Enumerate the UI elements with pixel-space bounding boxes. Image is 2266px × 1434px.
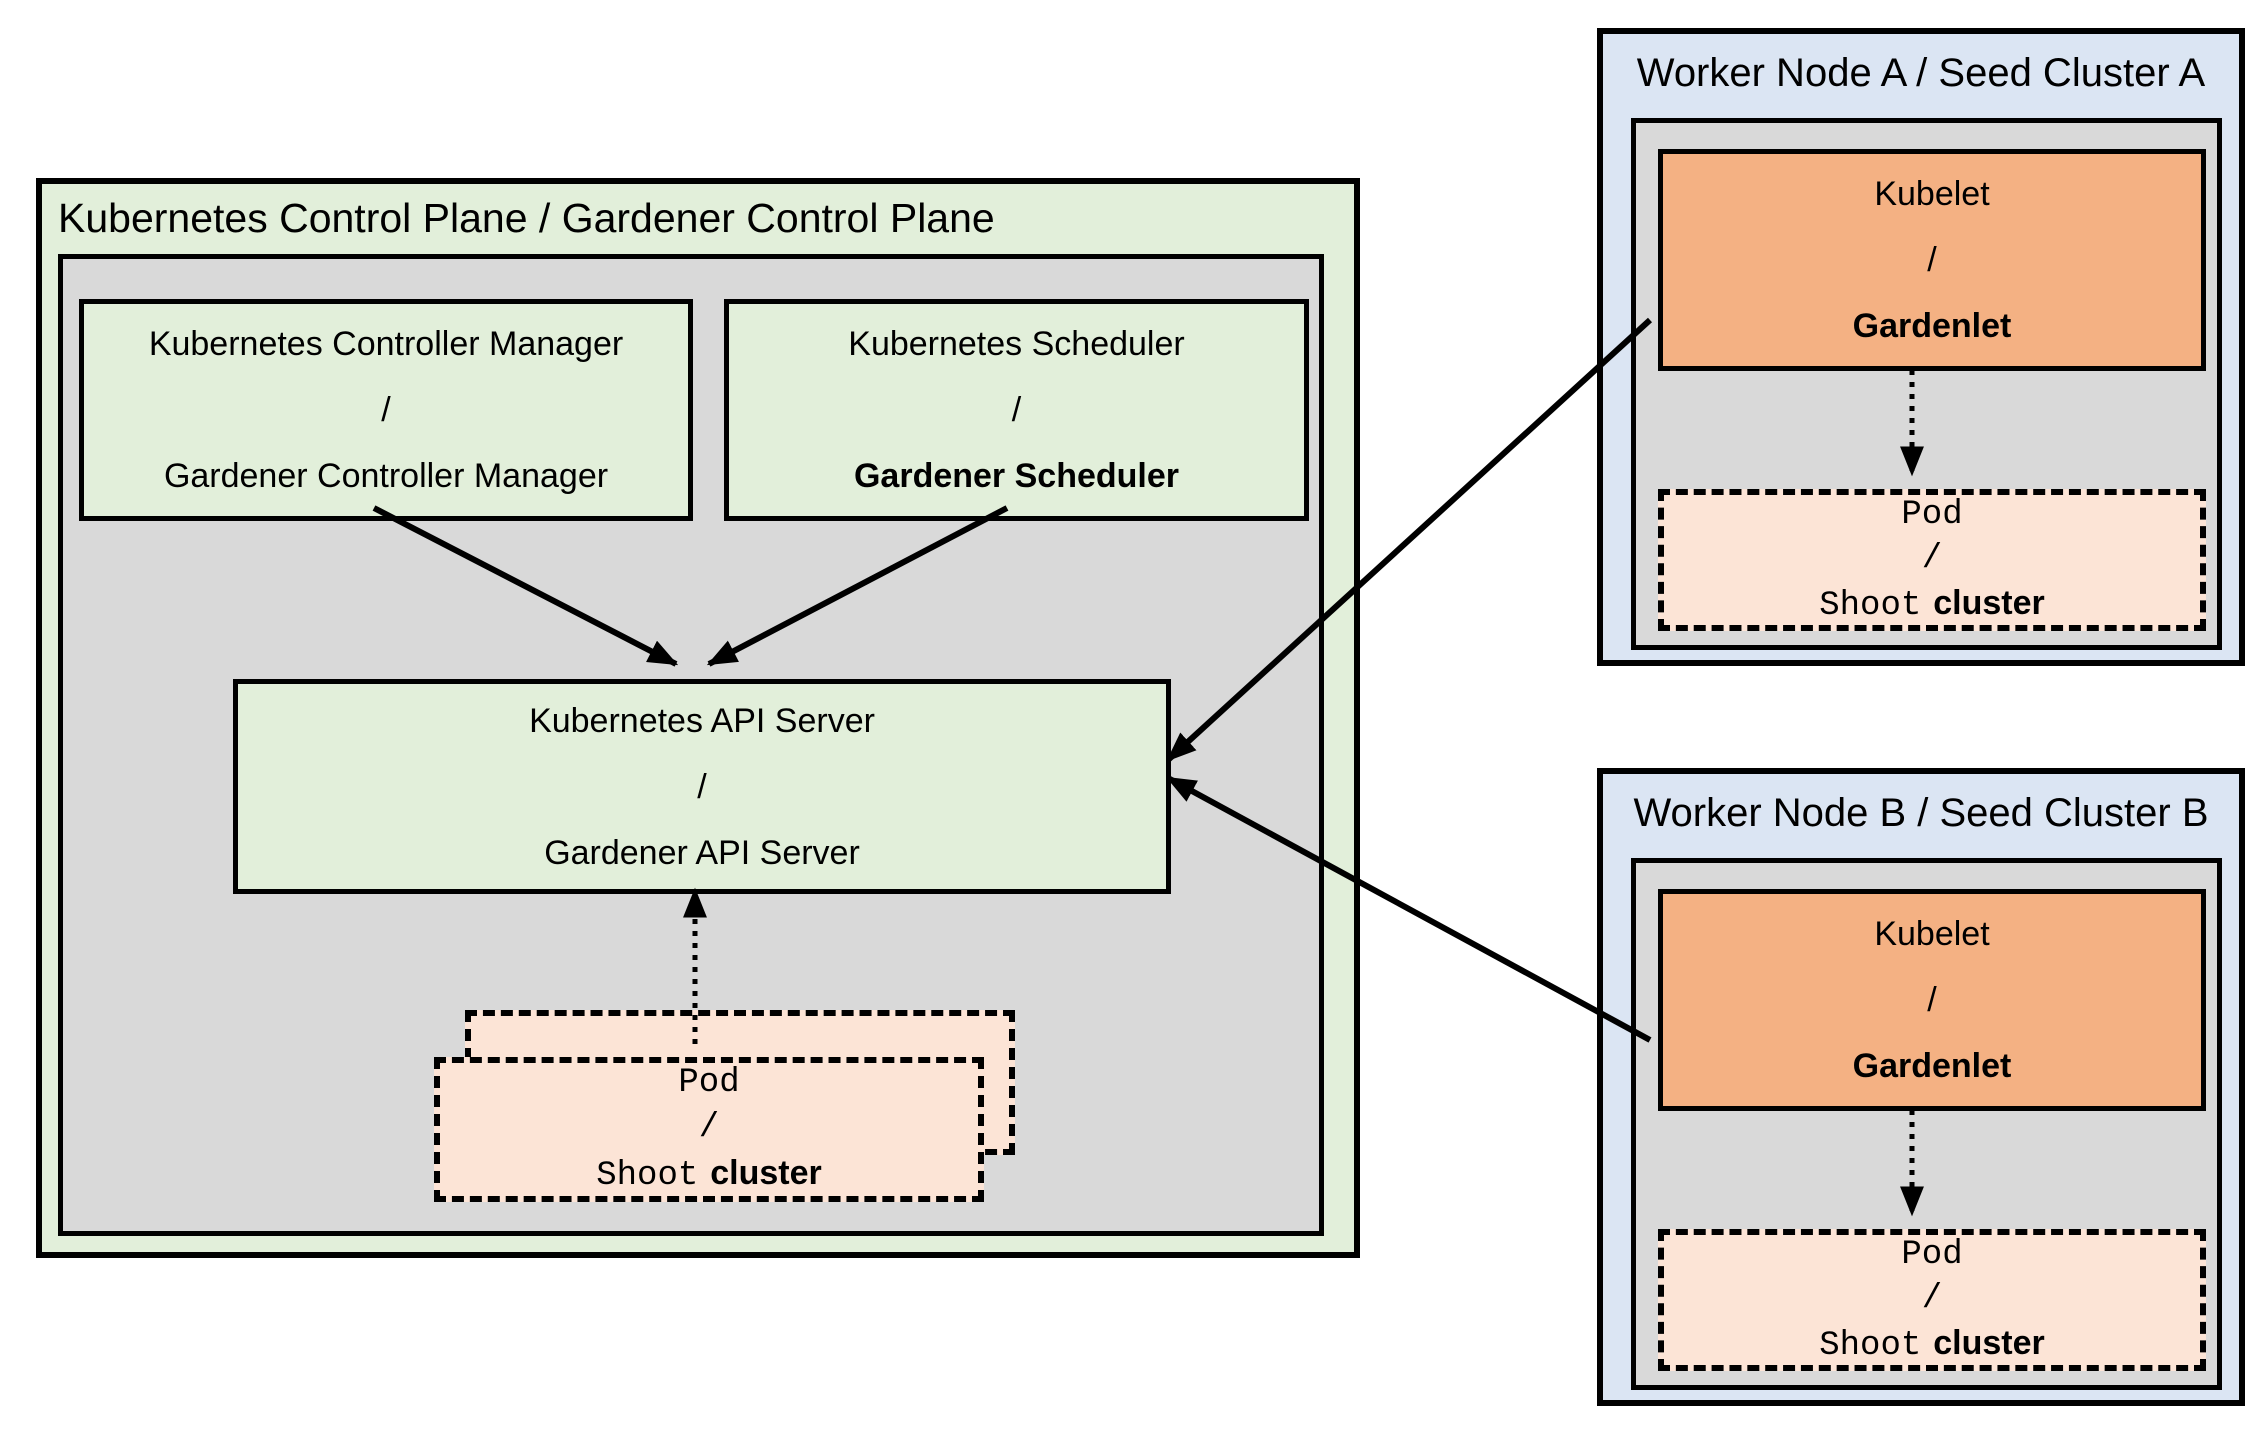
worker-node-b-title: Worker Node B / Seed Cluster B: [1633, 791, 2209, 835]
box-label-separator: /: [1921, 539, 1943, 578]
box-label-separator: /: [698, 1108, 720, 1147]
pod-shoot-cluster-box-a: Pod / Shoot cluster: [1658, 489, 2206, 631]
box-label-line: Kubelet: [1874, 915, 1990, 953]
box-label-separator: /: [1011, 391, 1022, 429]
shoot-label: Shoot: [1819, 1326, 1922, 1365]
box-label-line: Gardener API Server: [544, 833, 860, 872]
pod-shoot-cluster-box: Pod / Shoot cluster: [434, 1057, 984, 1202]
worker-node-b-inner-panel: Kubelet / Gardenlet Pod / Shoot cluster: [1631, 858, 2222, 1390]
box-label-separator: /: [1927, 241, 1937, 279]
box-label-line: Shoot cluster: [1819, 581, 2045, 628]
box-label-line: Shoot cluster: [1819, 1321, 2045, 1368]
shoot-label: Shoot: [596, 1156, 699, 1195]
cluster-label: cluster: [1933, 1323, 2045, 1362]
cluster-label: cluster: [710, 1153, 822, 1192]
pod-shoot-cluster-box-b: Pod / Shoot cluster: [1658, 1229, 2206, 1371]
box-label-line: Shoot cluster: [596, 1151, 822, 1199]
controller-manager-box: Kubernetes Controller Manager / Gardener…: [79, 299, 693, 521]
box-label-line: Gardener Controller Manager: [163, 457, 609, 495]
kubelet-gardenlet-box-a: Kubelet / Gardenlet: [1658, 149, 2206, 371]
control-plane-inner-panel: Kubernetes Controller Manager / Gardener…: [58, 254, 1324, 1236]
worker-node-a-box: Worker Node A / Seed Cluster A Kubelet /…: [1597, 28, 2245, 666]
box-label-separator: /: [381, 391, 391, 429]
box-label-line: Gardener Scheduler: [853, 457, 1179, 495]
shoot-label: Shoot: [1819, 586, 1922, 625]
box-label-line: Pod: [678, 1063, 740, 1102]
box-label-line: Gardenlet: [1852, 1047, 2012, 1085]
worker-node-a-inner-panel: Kubelet / Gardenlet Pod / Shoot cluster: [1631, 118, 2222, 650]
control-plane-title: Kubernetes Control Plane / Gardener Cont…: [58, 195, 995, 241]
worker-node-a-title: Worker Node A / Seed Cluster A: [1636, 51, 2206, 95]
control-plane-box: Kubernetes Control Plane / Gardener Cont…: [36, 178, 1360, 1258]
box-label-line: Kubernetes Scheduler: [848, 325, 1185, 363]
box-label-separator: /: [697, 767, 707, 806]
box-label-separator: /: [1921, 1279, 1943, 1318]
box-label-line: Kubelet: [1874, 175, 1990, 213]
box-label-separator: /: [1927, 981, 1937, 1019]
box-label-line: Kubernetes API Server: [529, 701, 875, 740]
scheduler-box: Kubernetes Scheduler / Gardener Schedule…: [724, 299, 1309, 521]
box-label-line: Kubernetes Controller Manager: [148, 325, 624, 363]
kubelet-gardenlet-box-b: Kubelet / Gardenlet: [1658, 889, 2206, 1111]
box-label-line: Pod: [1901, 495, 1963, 534]
box-label-line: Gardenlet: [1852, 307, 2012, 345]
worker-node-b-box: Worker Node B / Seed Cluster B Kubelet /…: [1597, 768, 2245, 1406]
box-label-line: Pod: [1901, 1235, 1963, 1274]
api-server-box: Kubernetes API Server / Gardener API Ser…: [233, 679, 1171, 894]
cluster-label: cluster: [1933, 583, 2045, 622]
